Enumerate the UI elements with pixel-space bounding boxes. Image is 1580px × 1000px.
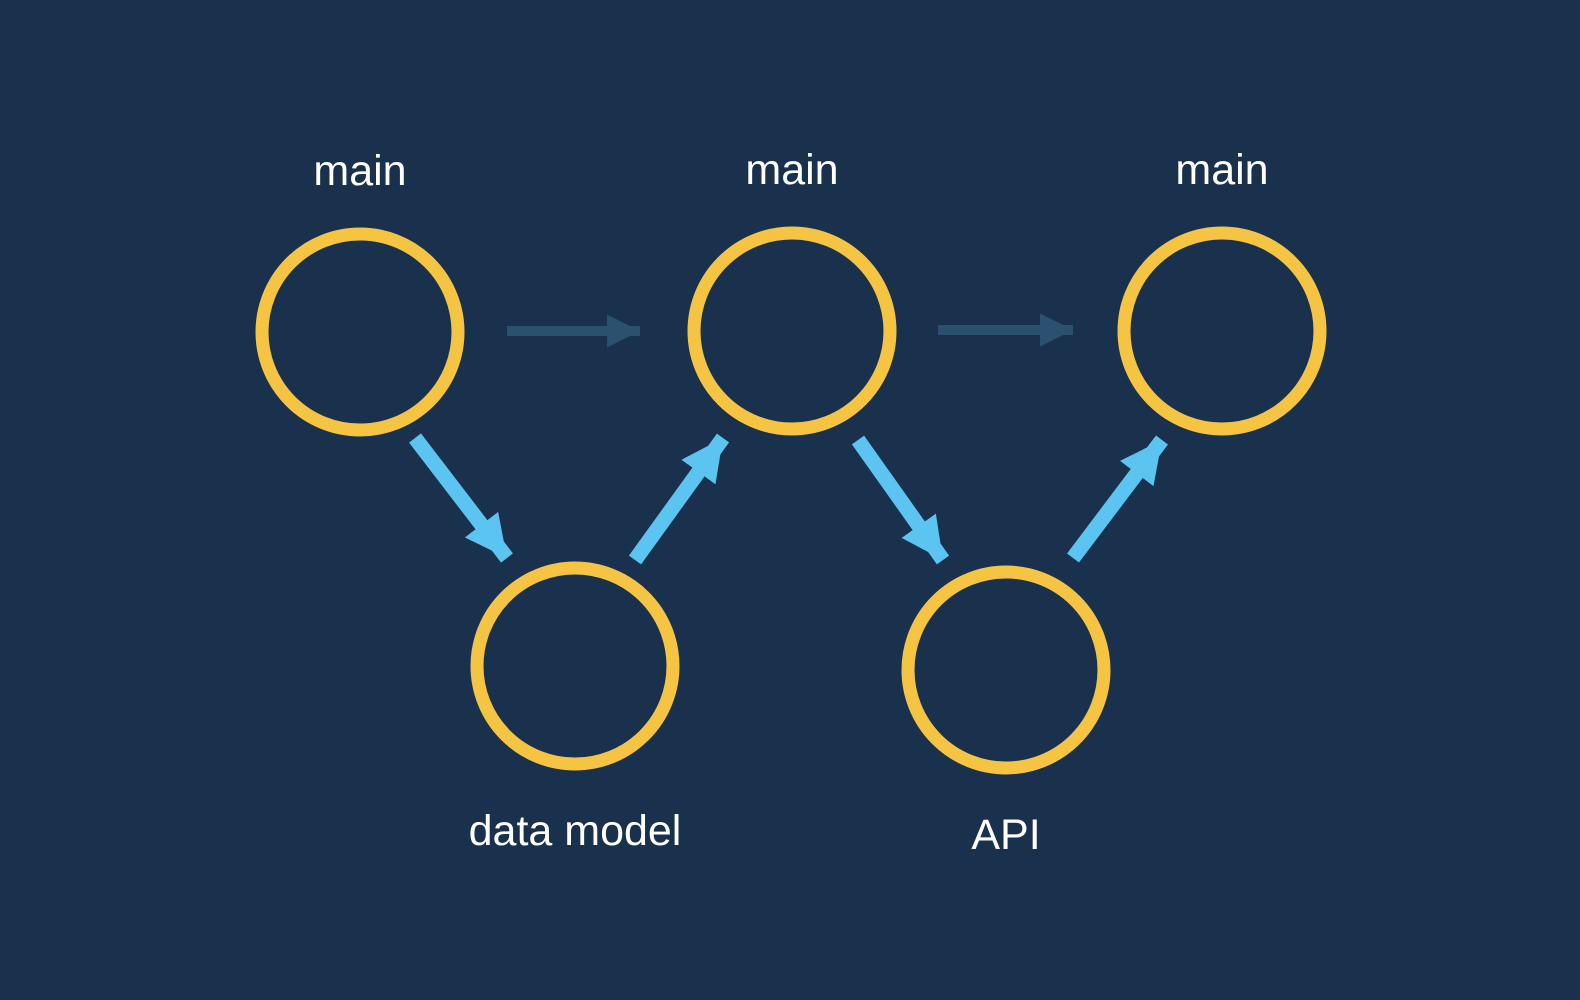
node-main-2 bbox=[687, 226, 897, 436]
node-main-1 bbox=[255, 227, 465, 437]
label-api: API bbox=[971, 811, 1040, 859]
edge-main1-to-datamodel bbox=[409, 433, 513, 563]
edge-datamodel-to-main2 bbox=[628, 433, 730, 565]
node-api bbox=[901, 565, 1111, 775]
edges-layer bbox=[409, 313, 1168, 565]
label-main-2: main bbox=[745, 146, 838, 194]
labels-layer: main main main data model API bbox=[313, 146, 1268, 859]
edge-api-to-main3 bbox=[1067, 435, 1168, 563]
label-data-model: data model bbox=[469, 807, 682, 855]
edge-main2-to-api bbox=[851, 435, 950, 565]
label-main-1: main bbox=[313, 147, 406, 195]
label-main-3: main bbox=[1175, 146, 1268, 194]
nodes-layer bbox=[255, 226, 1327, 775]
node-main-3 bbox=[1117, 226, 1327, 436]
node-data-model bbox=[470, 561, 680, 771]
